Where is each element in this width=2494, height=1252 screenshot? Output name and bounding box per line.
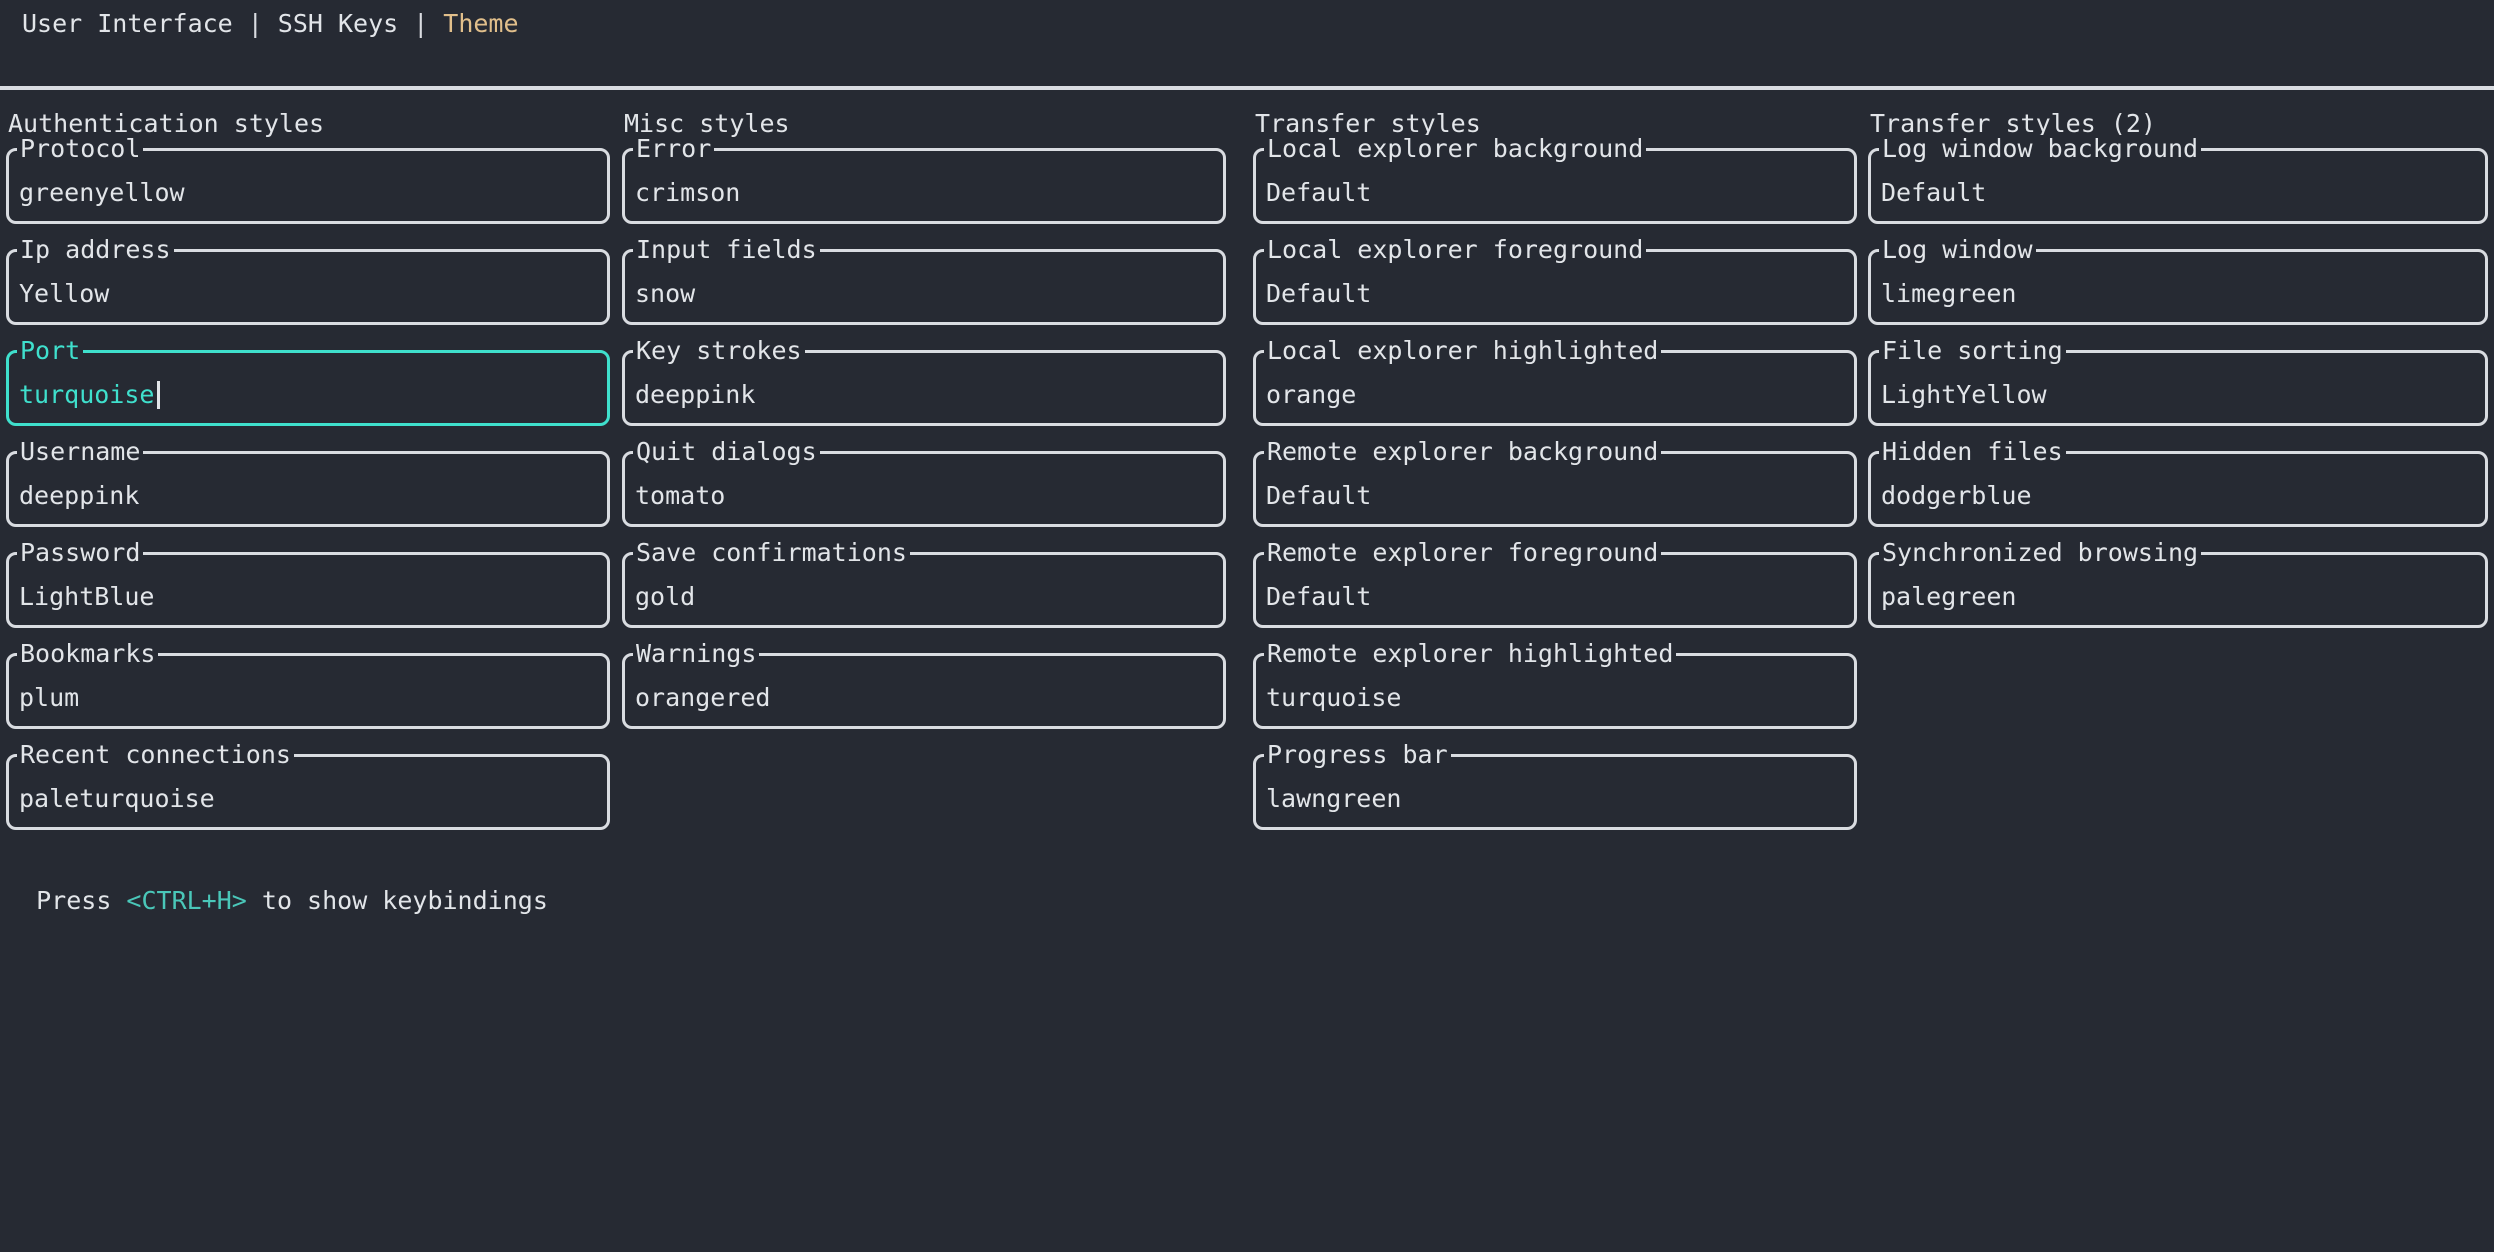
field-warnings[interactable]: Warnings orangered [622,640,1226,729]
field-value: orangered [635,683,771,712]
field-input-fields[interactable]: Input fields snow [622,236,1226,325]
field-recent-connections[interactable]: Recent connections paleturquoise [6,741,610,830]
field-value: deeppink [635,380,756,409]
field-protocol[interactable]: Protocol greenyellow [6,135,610,224]
field-value: dodgerblue [1881,481,2032,510]
field-label: Local explorer background [1264,135,1647,163]
field-value: limegreen [1881,279,2017,308]
field-value: LightBlue [19,582,155,611]
field-label: Progress bar [1264,741,1451,769]
keybindings-hint: Press <CTRL+H> to show keybindings [6,856,548,916]
tab-user-interface[interactable]: User Interface [22,9,233,38]
settings-column-authentication-styles: Authentication styles Protocol greenyell… [6,110,610,855]
field-label: Remote explorer background [1264,438,1662,466]
field-local-explorer-foreground[interactable]: Local explorer foreground Default [1253,236,1857,325]
field-value: tomato [635,481,726,510]
field-label: Log window [1879,236,2036,264]
field-progress-bar[interactable]: Progress bar lawngreen [1253,741,1857,830]
field-value: Default [1266,582,1372,611]
field-label: Remote explorer foreground [1264,539,1662,567]
column-title: Transfer styles [1255,109,1481,138]
field-remote-explorer-foreground[interactable]: Remote explorer foreground Default [1253,539,1857,628]
field-value: turquoise [19,380,155,409]
column-title: Misc styles [624,109,790,138]
keybindings-hint-prefix: Press [36,886,127,915]
field-label: Remote explorer highlighted [1264,640,1677,668]
field-label: Username [17,438,144,466]
tab-bar: User Interface | SSH Keys | Theme [22,8,519,40]
field-key-strokes[interactable]: Key strokes deeppink [622,337,1226,426]
column-title: Transfer styles (2) [1870,109,2156,138]
field-value: orange [1266,380,1357,409]
field-label: Hidden files [1879,438,2066,466]
field-label: Local explorer highlighted [1264,337,1662,365]
field-label: Synchronized browsing [1879,539,2202,567]
field-label: Ip address [17,236,174,264]
field-label: Save confirmations [633,539,910,567]
ctrl-h-key: <CTRL+H> [126,886,247,915]
field-label: Recent connections [17,741,294,769]
field-label: Password [17,539,144,567]
tab-separator: | [247,9,263,38]
field-label: Input fields [633,236,820,264]
tab-theme[interactable]: Theme [443,9,519,38]
field-label: Quit dialogs [633,438,820,466]
field-label: Error [633,135,715,163]
field-file-sorting[interactable]: File sorting LightYellow [1868,337,2488,426]
field-value: Default [1881,178,1987,207]
field-value: Default [1266,279,1372,308]
tab-separator: | [413,9,429,38]
field-quit-dialogs[interactable]: Quit dialogs tomato [622,438,1226,527]
field-label: Key strokes [633,337,805,365]
column-title: Authentication styles [8,109,325,138]
field-log-window-background[interactable]: Log window background Default [1868,135,2488,224]
field-value: LightYellow [1881,380,2047,409]
field-username[interactable]: Username deeppink [6,438,610,527]
field-value: lawngreen [1266,784,1402,813]
field-value: plum [19,683,80,712]
field-bookmarks[interactable]: Bookmarks plum [6,640,610,729]
field-port[interactable]: Port turquoise [6,337,610,426]
field-label: Log window background [1879,135,2202,163]
field-local-explorer-highlighted[interactable]: Local explorer highlighted orange [1253,337,1857,426]
field-value: paleturquoise [19,784,215,813]
field-value: Yellow [19,279,110,308]
field-synchronized-browsing[interactable]: Synchronized browsing palegreen [1868,539,2488,628]
field-label: Warnings [633,640,760,668]
field-local-explorer-background[interactable]: Local explorer background Default [1253,135,1857,224]
header-divider [0,86,2494,90]
field-error[interactable]: Error crimson [622,135,1226,224]
field-label: File sorting [1879,337,2066,365]
field-value: Default [1266,178,1372,207]
field-save-confirmations[interactable]: Save confirmations gold [622,539,1226,628]
field-label: Local explorer foreground [1264,236,1647,264]
keybindings-hint-suffix: to show keybindings [246,886,548,915]
field-value: palegreen [1881,582,2017,611]
field-value: greenyellow [19,178,185,207]
field-value: gold [635,582,696,611]
field-remote-explorer-highlighted[interactable]: Remote explorer highlighted turquoise [1253,640,1857,729]
settings-column-transfer-styles-2: Transfer styles (2) Log window backgroun… [1868,110,2488,653]
field-label: Protocol [17,135,144,163]
field-value: deeppink [19,481,140,510]
field-value: Default [1266,481,1372,510]
field-value: turquoise [1266,683,1402,712]
field-password[interactable]: Password LightBlue [6,539,610,628]
field-label: Port [17,337,84,365]
field-label: Bookmarks [17,640,159,668]
settings-column-misc-styles: Misc styles Error crimson Input fields s… [622,110,1226,754]
field-value: snow [635,279,696,308]
text-cursor [157,381,161,409]
field-hidden-files[interactable]: Hidden files dodgerblue [1868,438,2488,527]
field-value: crimson [635,178,741,207]
tab-ssh-keys[interactable]: SSH Keys [277,9,399,38]
field-remote-explorer-background[interactable]: Remote explorer background Default [1253,438,1857,527]
settings-column-transfer-styles: Transfer styles Local explorer backgroun… [1253,110,1857,855]
field-ip-address[interactable]: Ip address Yellow [6,236,610,325]
field-log-window[interactable]: Log window limegreen [1868,236,2488,325]
